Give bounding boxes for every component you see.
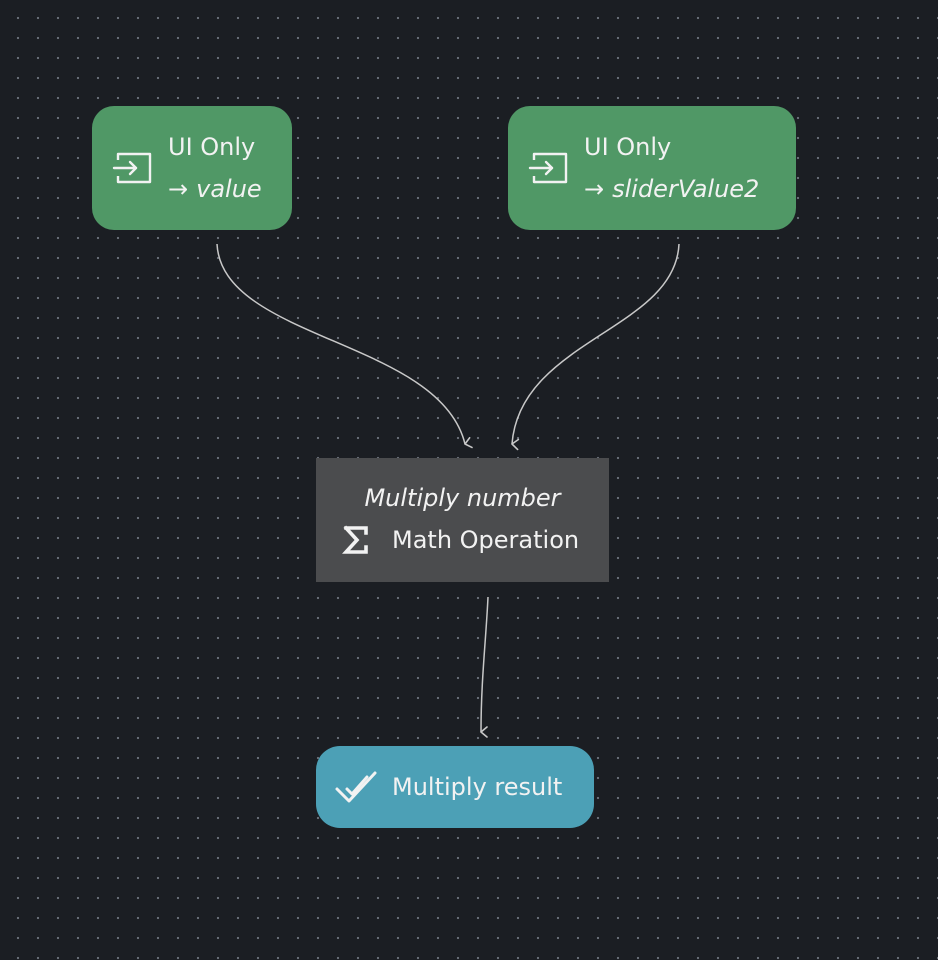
- output-node-multiply-result[interactable]: Multiply result: [316, 746, 594, 828]
- arrow-glyph: →: [584, 175, 605, 203]
- operation-node-title: Multiply number: [364, 484, 561, 512]
- input-node-variable: value: [196, 175, 262, 203]
- operation-node-multiply[interactable]: Multiply number Math Operation: [316, 458, 609, 582]
- input-node-target: →sliderValue2: [584, 168, 759, 210]
- sigma-icon: [342, 525, 368, 554]
- input-node-title: UI Only: [584, 133, 672, 161]
- input-icon: [528, 152, 568, 184]
- edge-operation-to-output[interactable]: [480, 596, 489, 738]
- edge-slider-to-operation[interactable]: [511, 243, 680, 451]
- input-node-variable: sliderValue2: [612, 175, 760, 203]
- input-node-target: →value: [168, 168, 262, 210]
- operation-node-subtitle: Math Operation: [392, 526, 580, 554]
- input-icon: [112, 152, 152, 184]
- edge-value-to-operation[interactable]: [216, 243, 473, 449]
- input-node-value[interactable]: UI Only →value: [92, 106, 292, 230]
- double-check-icon: [335, 771, 377, 803]
- output-node-label: Multiply result: [392, 773, 563, 801]
- input-node-slider-value2[interactable]: UI Only →sliderValue2: [508, 106, 796, 230]
- operation-node-type: Math Operation: [342, 522, 579, 558]
- input-node-text: UI Only →sliderValue2: [584, 126, 759, 210]
- input-node-title: UI Only: [168, 133, 256, 161]
- input-node-text: UI Only →value: [168, 126, 262, 210]
- arrow-glyph: →: [168, 175, 189, 203]
